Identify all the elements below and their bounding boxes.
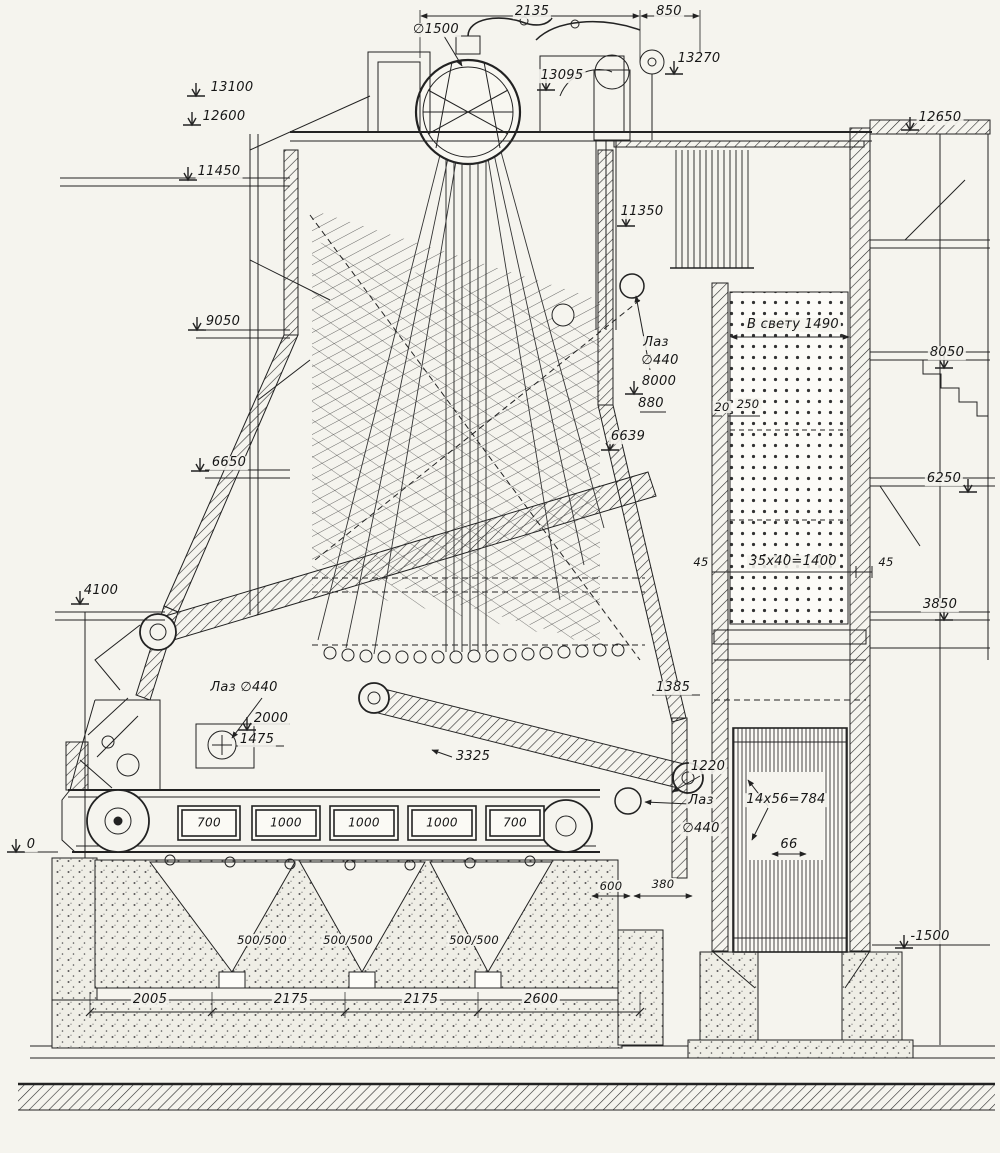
elevation-12600: 12600 bbox=[200, 109, 248, 125]
manhole-upper-label: Лаз bbox=[641, 335, 671, 351]
dim-850: 850 bbox=[654, 4, 684, 20]
elevation-4100: 4100 bbox=[81, 583, 121, 599]
elevation-12650: 12650 bbox=[916, 110, 964, 126]
elevation-6250: 6250 bbox=[924, 471, 964, 487]
downcomer-tubes bbox=[445, 160, 487, 652]
elevation-minus-1500: -1500 bbox=[908, 929, 952, 945]
dim-45-left: 45 bbox=[691, 554, 711, 569]
grate-section-1000-a: 1000 bbox=[270, 815, 302, 830]
grate-section-1000-c: 1000 bbox=[426, 815, 458, 830]
foundation bbox=[51, 857, 914, 1059]
chain-grate bbox=[68, 789, 600, 871]
steam-drum bbox=[414, 16, 553, 166]
manhole-lower-label: Лаз bbox=[686, 793, 716, 809]
elevation-2000: 2000 bbox=[251, 711, 291, 727]
elevation-13100: 13100 bbox=[208, 80, 256, 96]
dim-66: 66 bbox=[778, 837, 800, 853]
ash-hoppers bbox=[94, 859, 619, 989]
dim-2135: 2135 bbox=[512, 4, 552, 20]
elevation-11450: 11450 bbox=[195, 164, 243, 180]
grate-section-700-b: 700 bbox=[503, 815, 527, 830]
hopper-dim-b: 500/500 bbox=[321, 932, 375, 947]
hopper-dim-c: 500/500 bbox=[447, 932, 501, 947]
elevation-11350: 11350 bbox=[618, 204, 666, 220]
dim-3325: 3325 bbox=[453, 749, 493, 765]
elevation-8000: 8000 bbox=[639, 374, 679, 390]
drum-diameter-label: ∅1500 bbox=[411, 22, 461, 38]
dimension-lines bbox=[85, 10, 873, 1018]
manhole-left-label: Лаз ∅440 bbox=[208, 680, 280, 696]
elevation-6650: 6650 bbox=[209, 455, 249, 471]
rear-wall bbox=[551, 140, 688, 879]
dim-45-right: 45 bbox=[876, 554, 896, 569]
dim-2175-a: 2175 bbox=[271, 992, 311, 1008]
hopper-dim-a: 500/500 bbox=[235, 932, 289, 947]
elevation-0: 0 bbox=[24, 837, 38, 853]
dim-880: 880 bbox=[636, 396, 666, 412]
dim-250: 250 bbox=[734, 396, 762, 411]
dim-1220: 1220 bbox=[688, 759, 728, 775]
shaft-walls bbox=[711, 127, 871, 952]
furnace-tube-banks bbox=[309, 147, 645, 664]
manhole-upper-size: ∅440 bbox=[639, 353, 681, 369]
elevation-9050: 9050 bbox=[203, 314, 243, 330]
tube-pitch-label: 35х40=1400 bbox=[747, 554, 839, 570]
elevation-8050: 8050 bbox=[927, 345, 967, 361]
economizer-tubes-label: 14х56=784 bbox=[744, 792, 828, 808]
dim-600: 600 bbox=[597, 878, 625, 893]
dim-1475: 1475 bbox=[237, 732, 277, 748]
grate-section-1000-b: 1000 bbox=[348, 815, 380, 830]
right-platforms bbox=[869, 119, 995, 1045]
elevation-13095: 13095 bbox=[538, 68, 586, 84]
elevation-3850: 3850 bbox=[920, 597, 960, 613]
elevation-13270: 13270 bbox=[675, 51, 723, 67]
dim-2005: 2005 bbox=[130, 992, 170, 1008]
left-platforms bbox=[14, 95, 371, 858]
manhole-lower-size: ∅440 bbox=[680, 821, 722, 837]
grate-section-700-a: 700 bbox=[197, 815, 221, 830]
clear-width-label: В свету 1490 bbox=[745, 317, 841, 333]
grate-drive bbox=[61, 624, 161, 853]
ceiling-beams bbox=[290, 131, 872, 148]
economizer bbox=[711, 727, 871, 989]
dim-380: 380 bbox=[649, 876, 677, 891]
dim-20: 20 bbox=[712, 399, 732, 414]
dim-1385: 1385 bbox=[653, 680, 693, 696]
convective-tube-bank bbox=[713, 291, 867, 701]
elevation-6639: 6639 bbox=[608, 429, 648, 445]
dim-2175-b: 2175 bbox=[401, 992, 441, 1008]
dim-2600: 2600 bbox=[521, 992, 561, 1008]
hanging-tube-bundle bbox=[670, 150, 754, 269]
